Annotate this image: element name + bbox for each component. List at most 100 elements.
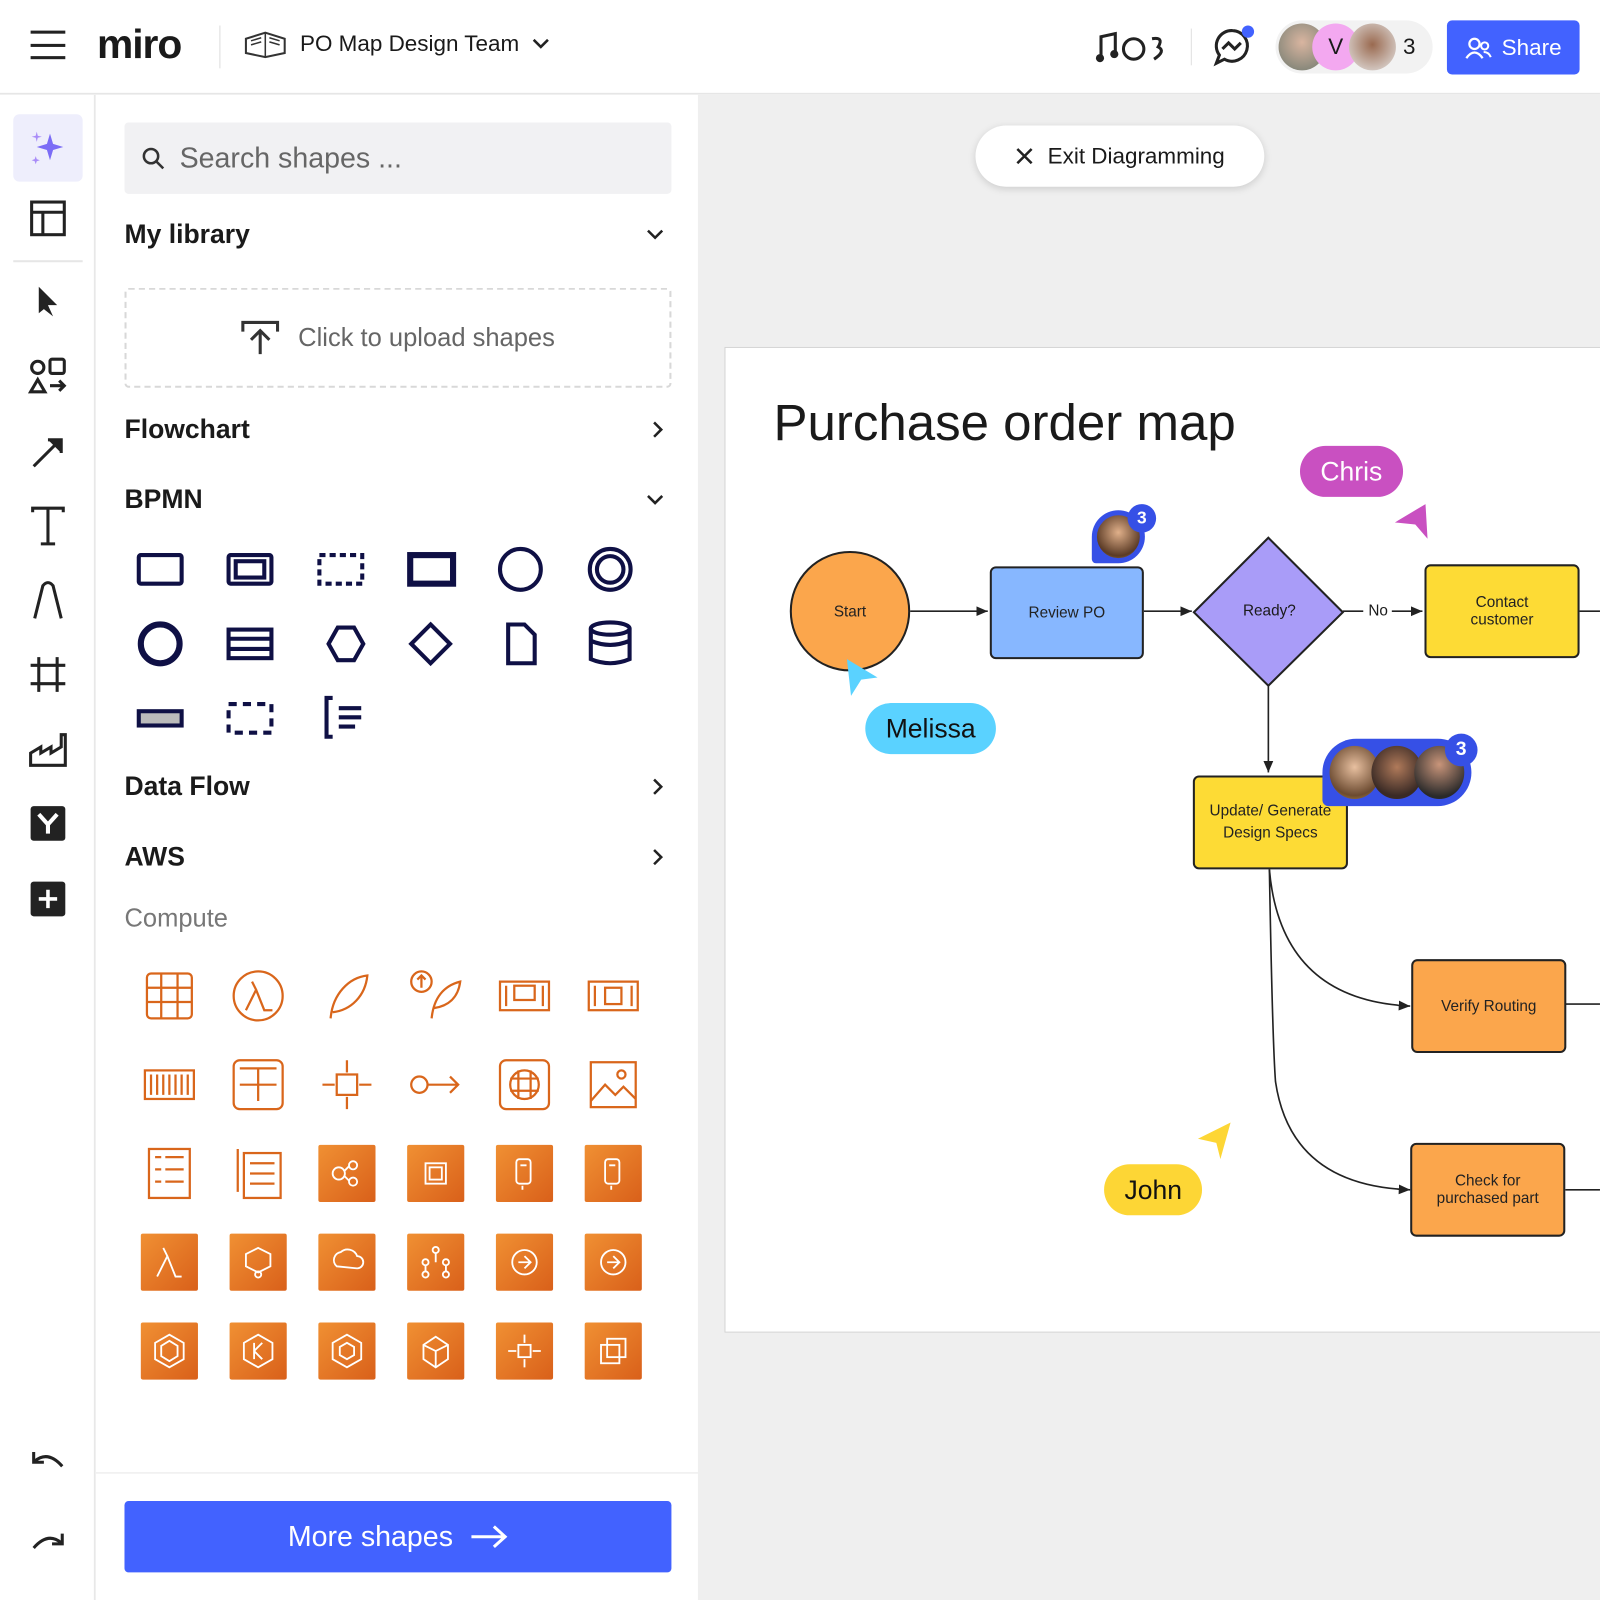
section-bpmn[interactable]: BPMN (124, 484, 665, 516)
aws-tile (317, 1233, 375, 1291)
beanstalk-deploy-icon[interactable] (391, 951, 480, 1040)
chart-icon (29, 733, 67, 767)
section-data-flow[interactable]: Data Flow (124, 770, 665, 802)
collaborators[interactable]: V 3 (1275, 20, 1433, 74)
nitro-icon[interactable] (391, 1129, 480, 1218)
app-runner-icon[interactable] (391, 1040, 480, 1129)
divider (13, 260, 83, 263)
lightsail-icon[interactable] (480, 1129, 569, 1218)
apps-y-tool[interactable] (13, 790, 82, 857)
arrow-right-icon (471, 1525, 508, 1549)
containers-icon[interactable] (568, 1306, 657, 1395)
ami-icon[interactable] (568, 1040, 657, 1129)
search-shapes-input[interactable]: Search shapes ... (124, 122, 672, 194)
shapes-tool[interactable] (13, 344, 82, 411)
check-purchased-node[interactable]: Check for purchased part (1410, 1142, 1566, 1237)
ecr-icon[interactable] (391, 1306, 480, 1395)
autoscaling-group-icon[interactable] (213, 1040, 302, 1129)
bpmn-annotation-shape (324, 695, 362, 739)
documents-icon[interactable] (213, 1129, 302, 1218)
eks-icon[interactable] (213, 1306, 302, 1395)
miro-logo[interactable]: miro (96, 22, 182, 68)
instance-icon[interactable] (480, 951, 569, 1040)
update-specs-node[interactable]: Update/ Generate Design Specs (1192, 775, 1348, 870)
section-flowchart[interactable]: Flowchart (124, 413, 665, 445)
list-icon[interactable] (124, 1129, 213, 1218)
instances-icon[interactable] (124, 1040, 213, 1129)
select-tool[interactable] (13, 268, 82, 335)
bpmn-group-shape (317, 553, 365, 586)
cursor-label-john: John (1104, 1164, 1203, 1216)
cloud-icon[interactable] (302, 1217, 391, 1306)
section-title: My library (124, 218, 250, 249)
avatar (1329, 745, 1380, 799)
more-shapes-button[interactable]: More shapes (124, 1501, 672, 1573)
lightsail-device-icon[interactable] (568, 1129, 657, 1218)
chevron-down-icon (647, 229, 664, 240)
add-app-button[interactable] (13, 865, 82, 932)
charts-tool[interactable] (13, 715, 82, 782)
local-zones-icon[interactable] (568, 1217, 657, 1306)
upload-icon (241, 320, 280, 355)
pen-tool[interactable] (13, 566, 82, 633)
avatar (1348, 23, 1396, 71)
bpmn-data-store-shape (588, 620, 632, 666)
review-po-node[interactable]: Review PO (989, 566, 1144, 660)
arrow-line-icon (32, 438, 63, 468)
connectors (910, 536, 1600, 1195)
lambda-icon[interactable] (213, 951, 302, 1040)
more-shapes-label: More shapes (287, 1520, 453, 1553)
exit-diagramming-button[interactable]: Exit Diagramming (975, 125, 1265, 187)
outposts-icon[interactable] (480, 1040, 569, 1129)
share-button[interactable]: Share (1446, 20, 1580, 75)
aws-tile (406, 1321, 464, 1380)
verify-routing-node[interactable]: Verify Routing (1411, 959, 1567, 1054)
hamburger-menu-icon[interactable] (30, 30, 66, 60)
ec2-icon[interactable] (124, 951, 213, 1040)
plus-icon (30, 881, 66, 917)
ecs-icon[interactable] (124, 1306, 213, 1395)
workflow-icon[interactable] (391, 1217, 480, 1306)
serverless-repo-icon[interactable] (213, 1217, 302, 1306)
chevron-down-icon (532, 38, 549, 49)
batch-icon[interactable] (302, 1129, 391, 1218)
section-title: Flowchart (124, 413, 250, 444)
bpmn-lane-shape (136, 709, 184, 728)
music-timer-icon[interactable] (1095, 29, 1171, 66)
fargate-icon[interactable] (302, 1306, 391, 1395)
start-node[interactable]: Start (789, 551, 911, 672)
text-tool[interactable] (13, 493, 82, 560)
lambda-filled-icon[interactable] (124, 1217, 213, 1306)
chevron-right-icon (653, 848, 664, 865)
contact-customer-node[interactable]: Contact customer (1424, 564, 1580, 659)
wavelength-icon[interactable] (480, 1217, 569, 1306)
undo-button[interactable] (13, 1427, 82, 1494)
divider (95, 1472, 698, 1474)
section-title: Data Flow (124, 770, 250, 802)
upload-shapes-button[interactable]: Click to upload shapes (124, 287, 672, 388)
elastic-beanstalk-icon[interactable] (302, 951, 391, 1040)
section-title: AWS (124, 840, 185, 872)
aws-tile (584, 1144, 642, 1202)
autoscaling-filled-icon[interactable] (480, 1306, 569, 1395)
section-aws[interactable]: AWS (124, 841, 665, 873)
ready-decision-label[interactable]: Ready? (1242, 602, 1296, 620)
templates-tool[interactable] (13, 185, 82, 252)
connector-tool[interactable] (13, 418, 82, 485)
aws-tile (584, 1321, 642, 1380)
cursor-label-melissa: Melissa (865, 703, 997, 755)
ai-sparkle-tool[interactable] (13, 114, 83, 182)
activity-chat-icon[interactable] (1212, 24, 1257, 67)
share-label: Share (1501, 34, 1562, 60)
divider (219, 25, 221, 69)
avatar (1371, 745, 1423, 799)
autoscaling-icon[interactable] (302, 1040, 391, 1129)
bpmn-task-shape (136, 553, 184, 586)
frame-tool[interactable] (13, 641, 82, 708)
section-my-library[interactable]: My library (124, 218, 665, 250)
aws-tile (140, 1233, 198, 1291)
redo-button[interactable] (13, 1508, 82, 1575)
search-icon (142, 147, 165, 170)
chip-instance-icon[interactable] (568, 951, 657, 1040)
board-name-button[interactable]: PO Map Design Team (243, 29, 550, 60)
